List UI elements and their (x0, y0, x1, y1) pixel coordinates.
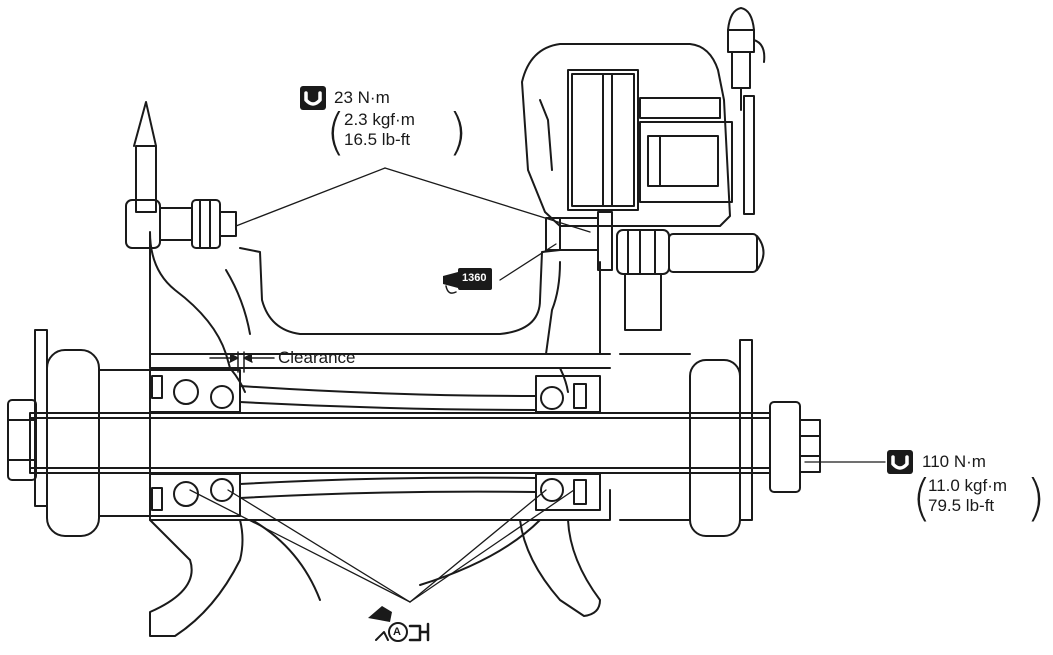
lower-torque-kgf: 11.0 kgf·m (928, 476, 1008, 495)
left-hub-flange (7, 329, 151, 537)
upper-torque-lbft: 16.5 lb-ft (344, 130, 411, 149)
sealant-tube-icon (443, 268, 492, 294)
left-stud-bolt (125, 101, 237, 249)
lower-left-paren: ( (912, 469, 932, 527)
brake-caliper (521, 43, 755, 227)
upper-torque-kgf: 2.3 kgf·m (344, 110, 415, 129)
bleeder-screw (727, 7, 766, 111)
torque-wrench-icon (887, 450, 913, 474)
torque-wrench-icon (300, 86, 326, 110)
lower-right-paren: ) (1026, 469, 1046, 527)
sealant-code: 1360 (462, 272, 487, 284)
bearing-upper-left (149, 369, 241, 413)
lower-torque-lbft: 79.5 lb-ft (928, 496, 995, 515)
axle-shaft (29, 412, 771, 474)
upper-left-paren: ( (326, 103, 346, 161)
leader-lines (189, 167, 886, 603)
grease-icon (368, 606, 430, 642)
bearing-upper-right (535, 375, 601, 413)
right-carrier-bolt (545, 211, 613, 271)
upper-torque-value: 23 N·m (334, 88, 390, 107)
lower-torque-value: 110 N·m (922, 452, 986, 471)
bearing-lower-right (535, 473, 601, 511)
right-hub-flange (619, 339, 821, 537)
bearing-lower-left (149, 473, 241, 517)
caliper-mount (616, 229, 765, 331)
grease-symbol-letter: A (393, 626, 401, 638)
upper-right-paren: ) (448, 103, 468, 161)
bearing-spacer (239, 385, 537, 499)
knuckle-carrier (149, 231, 611, 637)
clearance-dimension (209, 351, 275, 373)
clearance-label: Clearance (278, 348, 356, 367)
